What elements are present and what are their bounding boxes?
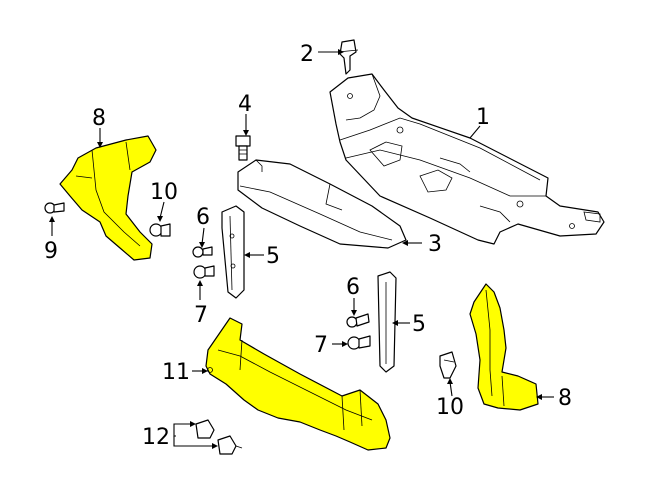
fastener-7-left (193, 265, 215, 279)
part-9-bolt (44, 202, 65, 214)
callout-8-left: 8 (92, 106, 106, 131)
part-2-clip (337, 39, 359, 75)
callout-1: 1 (476, 105, 490, 130)
callout-10-left: 10 (150, 180, 178, 205)
callout-2: 2 (300, 42, 314, 67)
callout-9: 9 (44, 239, 58, 264)
callout-6-left: 6 (196, 205, 210, 230)
callout-7-left: 7 (194, 303, 208, 328)
part-5-bracket-left (221, 205, 245, 299)
callout-labels: 1 2 3 4 5 5 6 6 7 7 8 8 9 10 10 11 12 (44, 42, 572, 450)
fastener-6-left (192, 246, 213, 258)
fastener-7-right (347, 335, 371, 350)
callout-3: 3 (428, 232, 442, 257)
part-1-cover (329, 73, 605, 245)
leader-lines (49, 49, 554, 449)
callout-5-left: 5 (266, 244, 280, 269)
part-5-bracket-right (377, 271, 397, 373)
callout-10-right: 10 (436, 395, 464, 420)
part-11-lower-shield (205, 317, 391, 451)
part-10-clip-right (439, 351, 457, 379)
callout-4: 4 (238, 92, 252, 117)
part-8-deflector-right (469, 283, 539, 411)
part-12-clips (195, 419, 243, 455)
callout-5-right: 5 (412, 312, 426, 337)
callout-6-right: 6 (346, 275, 360, 300)
callout-7-right: 7 (314, 333, 328, 358)
callout-8-right: 8 (558, 386, 572, 411)
part-8-deflector-left (59, 135, 157, 261)
callout-12: 12 (142, 425, 170, 450)
callout-11: 11 (162, 360, 190, 385)
part-10-clip-left (149, 223, 171, 237)
fastener-6-right (346, 313, 370, 328)
part-4-bolt (235, 135, 251, 161)
part-3-panel (237, 159, 407, 249)
